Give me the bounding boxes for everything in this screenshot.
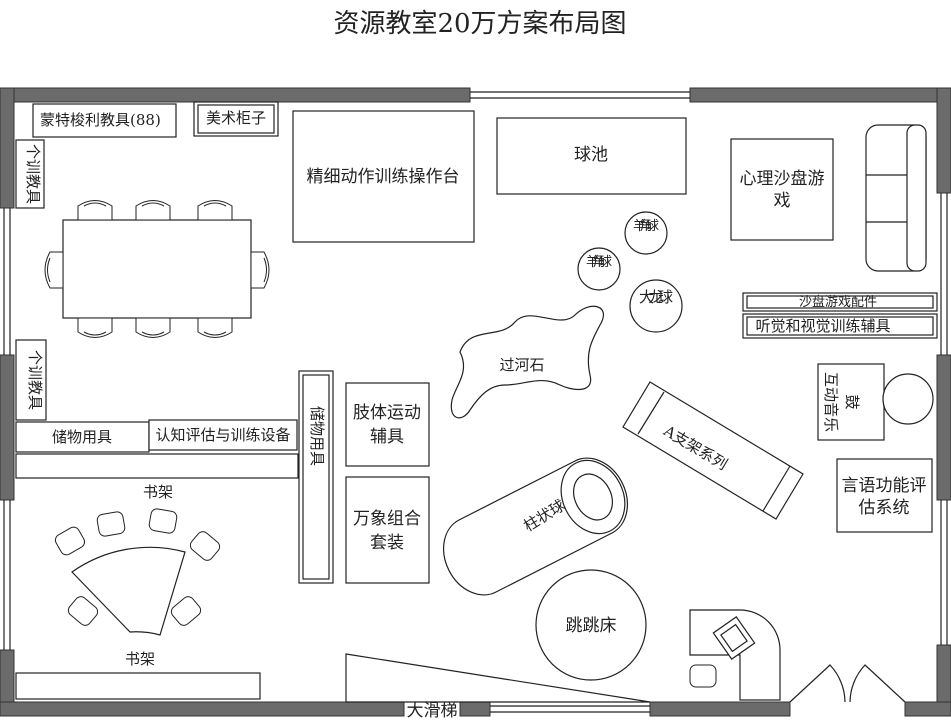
auditory-visual-aids: 听觉和视觉训练辅具: [742, 313, 938, 339]
bookshelf-top: 书架: [15, 453, 299, 501]
sandplay-therapy: 心理沙盘游 戏: [730, 138, 834, 241]
individual-aids-top: 个训教具: [15, 139, 45, 209]
reading-table: [54, 508, 221, 636]
sand-accessories-label: 沙盘游戏配件: [799, 294, 877, 310]
windows: [3, 91, 948, 713]
bookshelf-bottom-label: 书架: [125, 650, 155, 668]
sofa: [865, 124, 927, 272]
music-label-2: 鼓: [843, 394, 861, 409]
horn-ball-1: 羊角球: [624, 211, 668, 255]
interactive-music-drum: 互动音乐 鼓: [817, 363, 934, 441]
bookshelf-bottom: 书架: [15, 650, 261, 700]
cognitive-equipment: 认知评估与训练设备: [148, 419, 298, 451]
trampoline-label: 跳跳床: [566, 616, 617, 636]
speech-label-1: 言语功能评: [842, 476, 927, 496]
individual-aids-mid: 个训教具: [15, 339, 47, 421]
computer-desk: [689, 609, 781, 701]
walls: [0, 87, 951, 717]
wanxiang-set: 万象组合 套装: [345, 476, 430, 584]
trampoline: 跳跳床: [535, 569, 647, 681]
storage-mid: 储物用具: [298, 370, 334, 584]
horn-ball-2-label: 羊角球: [586, 254, 612, 270]
dragon-ball: 大龙球: [629, 279, 683, 333]
limb-label-2: 辅具: [370, 427, 404, 447]
auditory-visual-label: 听觉和视觉训练辅具: [755, 317, 890, 335]
sandplay-label-1: 心理沙盘游: [740, 169, 825, 189]
bookshelf-top-label: 书架: [143, 483, 173, 501]
music-label-1: 互动音乐: [822, 372, 840, 432]
double-door: [789, 664, 906, 703]
page-title: 资源教室20万方案布局图: [333, 9, 626, 39]
sandplay-label-2: 戏: [774, 191, 791, 211]
speech-label-2: 估系统: [859, 498, 910, 518]
limb-label-1: 肢体运动: [353, 403, 421, 423]
fine-motor-station: 精细动作训练操作台: [292, 110, 475, 243]
individual-aids-mid-label: 个训教具: [26, 350, 44, 410]
limb-exercise-aids: 肢体运动 辅具: [345, 382, 430, 467]
montessori-label: 蒙特梭利教具(88): [40, 111, 161, 129]
wanxiang-label-2: 套装: [370, 533, 404, 553]
horn-ball-2: 羊角球: [577, 247, 621, 291]
cylinder-ball: 柱状球: [443, 457, 628, 596]
ball-pool-label: 球池: [574, 145, 608, 165]
art-cabinet-label: 美术柜子: [206, 109, 266, 127]
storage-left-label: 储物用具: [52, 428, 112, 446]
individual-aids-top-label: 个训教具: [24, 144, 42, 204]
stepping-stones-label: 过河石: [499, 356, 544, 374]
ball-pool: 球池: [496, 117, 687, 195]
cognitive-label: 认知评估与训练设备: [155, 426, 290, 444]
big-slide: 大滑梯: [345, 653, 651, 721]
big-slide-label: 大滑梯: [407, 701, 458, 721]
montessori-shelf: 蒙特梭利教具(88): [32, 103, 177, 138]
fine-motor-label: 精细动作训练操作台: [307, 167, 460, 187]
wanxiang-label-1: 万象组合: [353, 509, 421, 529]
storage-mid-label: 储物用具: [308, 406, 326, 466]
stepping-stones: 过河石: [450, 305, 605, 419]
speech-assessment-system: 言语功能评 估系统: [836, 458, 933, 533]
art-cabinet: 美术柜子: [193, 101, 279, 137]
a-frame-series: A支架系列: [622, 381, 804, 520]
storage-left: 储物用具: [15, 421, 150, 453]
dragon-ball-label: 大龙球: [639, 288, 673, 306]
sand-accessories: 沙盘游戏配件: [742, 292, 938, 312]
horn-ball-1-label: 羊角球: [633, 218, 659, 234]
meeting-table: [44, 200, 270, 338]
